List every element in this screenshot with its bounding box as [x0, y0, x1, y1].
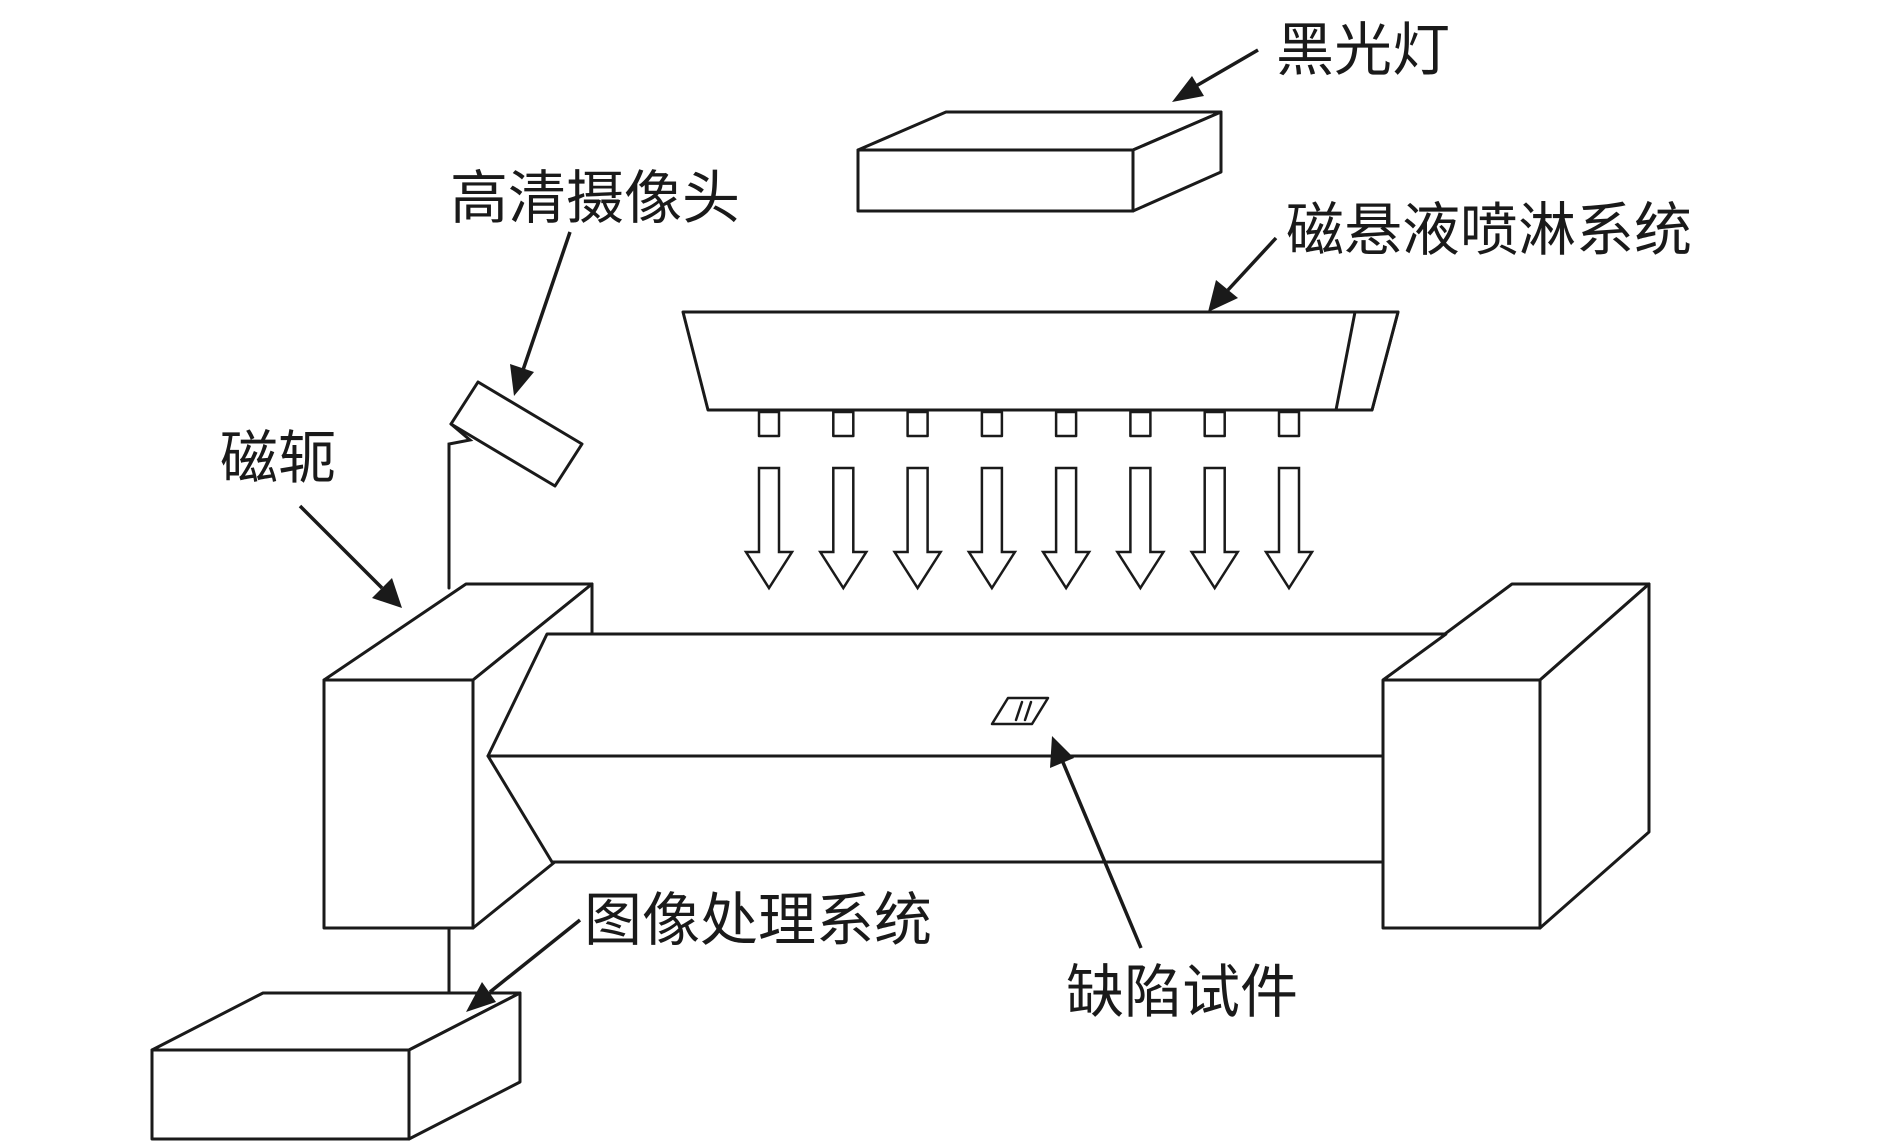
- label-hd-camera: 高清摄像头: [450, 164, 740, 232]
- spray-flow-arrow: [966, 466, 1018, 591]
- spray-flow-arrow: [1189, 466, 1240, 591]
- spray-flow-arrows: [743, 466, 1315, 591]
- spray-flow-arrow: [818, 466, 869, 591]
- spray-nozzle: [832, 410, 855, 438]
- spray-flow-arrow: [1040, 466, 1092, 591]
- label-image-processing: 图像处理系统: [584, 886, 932, 954]
- spray-system-housing: [681, 310, 1400, 412]
- spray-nozzle: [1203, 410, 1226, 438]
- hd-camera: [447, 380, 584, 590]
- spray-flow-arrow: [1115, 466, 1166, 591]
- spray-nozzle: [1277, 410, 1301, 438]
- spray-nozzle: [906, 410, 929, 438]
- label-spray-system: 磁悬液喷淋系统: [1286, 196, 1692, 264]
- label-black-light: 黑光灯: [1276, 16, 1450, 84]
- defect-specimen-prism: [486, 632, 1448, 864]
- label-defect-specimen: 缺陷试件: [1066, 958, 1298, 1026]
- spray-flow-arrow: [743, 466, 795, 591]
- spray-nozzles: [757, 410, 1301, 438]
- spray-flow-arrow: [1263, 466, 1315, 591]
- magnetic-yoke-right: [1381, 582, 1651, 930]
- spray-nozzle: [1129, 410, 1152, 438]
- label-magnetic-yoke: 磁轭: [220, 424, 336, 492]
- defect-mark: [990, 696, 1050, 726]
- spray-nozzle: [757, 410, 781, 438]
- black-light-box: [856, 110, 1223, 213]
- image-processing-box: [150, 991, 522, 1141]
- spray-flow-arrow: [892, 466, 943, 591]
- spray-nozzle: [980, 410, 1004, 438]
- leader-arrows: [298, 48, 1278, 1012]
- spray-nozzle: [1054, 410, 1078, 438]
